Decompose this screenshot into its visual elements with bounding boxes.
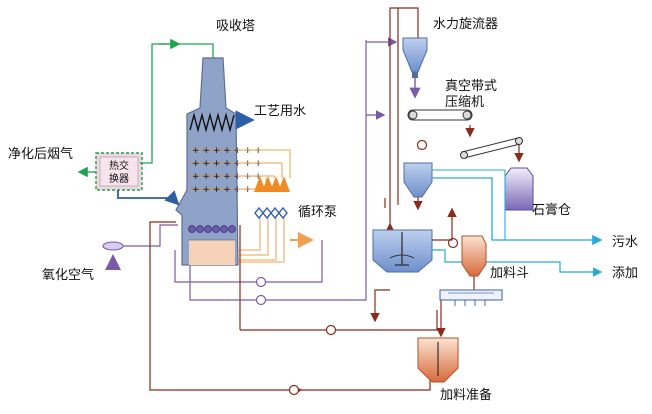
oxidation-air-line bbox=[102, 224, 178, 270]
label-wastewater: 污水 bbox=[612, 235, 638, 250]
svg-text:+ + + + + + +: + + + + + + + bbox=[192, 159, 262, 169]
slurry-pool bbox=[189, 240, 235, 265]
label-absorber: 吸收塔 bbox=[216, 19, 255, 34]
spray-pumps bbox=[254, 176, 290, 192]
vacuum-belt-filter bbox=[407, 109, 475, 138]
secondary-cyclone bbox=[403, 162, 433, 198]
brown-top-line bbox=[385, 7, 419, 233]
gypsum-silo bbox=[504, 167, 534, 211]
hydrocyclone bbox=[402, 37, 428, 78]
label-feed-prep: 加料准备 bbox=[440, 387, 492, 403]
feed-prep-tank bbox=[417, 337, 459, 383]
label-process-water: 工艺用水 bbox=[254, 104, 306, 119]
spray-feed-lines bbox=[237, 149, 314, 263]
svg-text:+ + + + + + +: + + + + + + + bbox=[192, 172, 262, 182]
label-gypsum-silo: 石膏仓 bbox=[532, 202, 571, 218]
weigh-feeder bbox=[439, 289, 503, 306]
label-feed-hopper: 加料斗 bbox=[490, 266, 529, 281]
absorber-tower: + + + + + + + + + + + + + + + + + + + + … bbox=[175, 57, 262, 266]
circulation-pumps bbox=[254, 206, 288, 220]
spray-nozzles: + + + + + + + + + + + + + + + + + + + + … bbox=[192, 146, 262, 195]
oxidation-spargers bbox=[188, 225, 236, 233]
feed-hopper bbox=[461, 235, 487, 277]
svg-text:+ + + + + + +: + + + + + + + bbox=[192, 185, 262, 195]
label-vacuum-belt-2: 压缩机 bbox=[445, 94, 484, 110]
label-vacuum-belt-1: 真空带式 bbox=[445, 79, 497, 94]
label-oxidation-air: 氧化空气 bbox=[42, 267, 94, 283]
demister bbox=[189, 112, 235, 133]
loop-pumps bbox=[255, 139, 459, 396]
flue-gas-inlet bbox=[117, 190, 180, 206]
heat-exchanger-label-2: 换器 bbox=[109, 172, 129, 185]
label-circulation-pump: 循环泵 bbox=[298, 205, 337, 220]
label-clean-flue-gas: 净化后烟气 bbox=[8, 146, 73, 162]
gypsum-conveyor bbox=[460, 137, 524, 163]
filtrate-tank bbox=[372, 229, 433, 273]
heat-exchanger-label-1: 热交 bbox=[109, 159, 129, 172]
heat-exchanger: 热交 换器 bbox=[95, 152, 143, 191]
label-additive: 添加 bbox=[612, 266, 638, 281]
spray-headers bbox=[190, 149, 234, 190]
clean-gas-path bbox=[77, 38, 214, 178]
svg-text:+ + + + + + +: + + + + + + + bbox=[192, 146, 262, 156]
label-hydrocyclone: 水力旋流器 bbox=[433, 17, 498, 32]
